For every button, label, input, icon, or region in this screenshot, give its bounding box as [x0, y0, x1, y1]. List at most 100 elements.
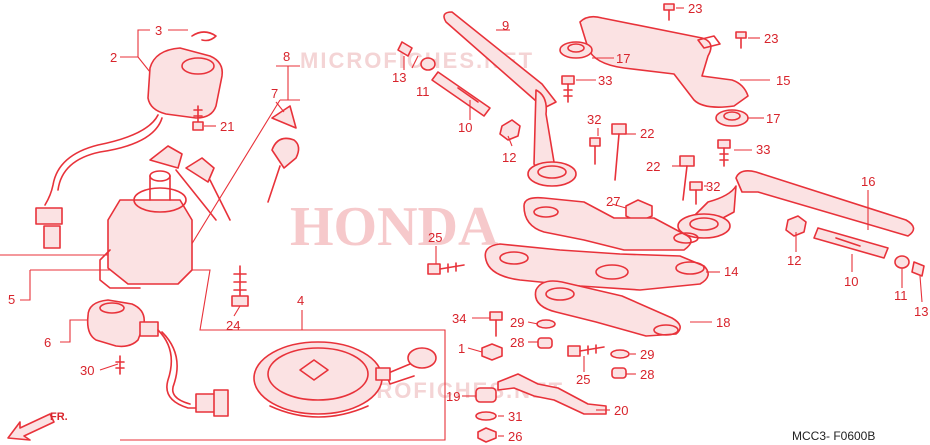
part-10-left-bar-weight — [431, 71, 491, 117]
part-6-sensor — [86, 299, 159, 348]
front-direction-indicator: FR. — [7, 411, 68, 441]
part-10-right-bar-weight — [813, 227, 889, 259]
callout-26: 26 — [508, 429, 522, 444]
part-20-bracket — [497, 373, 607, 415]
part-29-washer-b — [610, 349, 630, 359]
part-28-collar-b — [611, 367, 627, 379]
part-22-long-bolt-b — [679, 155, 695, 201]
upper-fork-bridge — [523, 196, 699, 251]
callout-28-right: 28 — [640, 367, 654, 382]
callout-labels: 3 2 21 8 7 24 30 5 6 4 9 13 11 10 12 17 … — [8, 1, 928, 444]
part-4-fuel-cap — [253, 341, 383, 418]
part-26-nut — [477, 427, 497, 443]
part-27-nut — [625, 199, 653, 223]
callout-27: 27 — [606, 194, 620, 209]
callout-24: 24 — [226, 318, 240, 333]
callout-21: 21 — [220, 119, 234, 134]
part-1-nut — [481, 343, 503, 361]
diagram-code: MCC3- F0600B — [792, 429, 875, 443]
callout-12-right: 12 — [787, 253, 801, 268]
part-17-lower-mount — [715, 109, 749, 127]
fuel-cap-lock — [375, 347, 437, 385]
wire-harness-upper — [44, 114, 159, 206]
part-13-left-screw — [397, 41, 413, 57]
part-22-long-bolt-a — [611, 123, 627, 181]
connector-bottom — [195, 389, 229, 417]
callout-25-upper: 25 — [428, 230, 442, 245]
callout-25-lower: 25 — [576, 372, 590, 387]
callout-29-left: 29 — [510, 315, 524, 330]
callout-2: 2 — [110, 50, 117, 65]
callout-8: 8 — [283, 49, 290, 64]
part-16-right-handlebar — [677, 170, 915, 239]
callout-11-right: 11 — [894, 288, 908, 303]
callout-7: 7 — [271, 86, 278, 101]
callout-23-lower: 23 — [764, 31, 778, 46]
callout-22-upper: 22 — [640, 126, 654, 141]
part-12-left-nut — [499, 119, 521, 141]
connector-left — [35, 207, 63, 249]
callout-17-upper: 17 — [616, 51, 630, 66]
part-30-screw — [115, 355, 125, 375]
part-21-screw — [192, 105, 204, 131]
callout-9: 9 — [502, 18, 509, 33]
callout-1: 1 — [458, 341, 465, 356]
part-31-washer — [475, 411, 497, 421]
part-33-bolt-a — [561, 75, 575, 103]
callout-17-lower: 17 — [766, 111, 780, 126]
part-32-bolt-a — [589, 137, 601, 165]
callout-13-right: 13 — [914, 304, 928, 319]
callout-18: 18 — [716, 315, 730, 330]
callout-20: 20 — [614, 403, 628, 418]
part-25-bolt-a — [427, 262, 465, 275]
ignition-switch-body — [99, 170, 193, 289]
callout-13-left: 13 — [392, 70, 406, 85]
part-25-bolt-b — [567, 344, 605, 357]
part-29-washer-a — [536, 319, 556, 329]
callout-11-left: 11 — [416, 84, 430, 99]
part-11-right-nut — [894, 255, 910, 269]
callout-5: 5 — [8, 292, 15, 307]
callout-28-left: 28 — [510, 335, 524, 350]
wire-harness-lower — [157, 329, 199, 409]
part-15-top-plate — [579, 15, 749, 108]
part-2-switch-cover — [147, 47, 224, 119]
part-24-bolt — [231, 265, 249, 307]
callout-33-upper: 33 — [598, 73, 612, 88]
callout-4: 4 — [297, 293, 304, 308]
callout-19: 19 — [446, 389, 460, 404]
part-32-bolt-b — [689, 181, 703, 205]
callout-12-left: 12 — [502, 150, 516, 165]
callout-16: 16 — [861, 174, 875, 189]
callout-14: 14 — [724, 264, 738, 279]
callout-leaders — [20, 7, 923, 437]
callout-34: 34 — [452, 311, 466, 326]
callout-10-left: 10 — [458, 120, 472, 135]
part-18-bottom-bridge — [534, 280, 681, 337]
callout-10-right: 10 — [844, 274, 858, 289]
part-9-left-handlebar — [443, 11, 577, 187]
part-13-right-screw — [911, 261, 925, 277]
callout-32-upper: 32 — [587, 112, 601, 127]
watermark-brand: HONDA — [290, 196, 499, 258]
callout-29-right: 29 — [640, 347, 654, 362]
part-34-bolt — [489, 311, 503, 337]
part-17-upper-mount — [559, 41, 593, 59]
part-3-clip — [191, 31, 217, 42]
ignition-keys — [149, 145, 231, 221]
callout-3: 3 — [155, 23, 162, 38]
part-14-top-bridge — [484, 243, 709, 291]
part-12-right-nut — [785, 215, 807, 237]
callout-33-lower: 33 — [756, 142, 770, 157]
part-28-collar-a — [537, 337, 553, 349]
part-19-collar — [475, 387, 497, 403]
callout-30: 30 — [80, 363, 94, 378]
part-11-left-nut — [420, 57, 436, 71]
part-23-bolt-a — [663, 3, 675, 21]
svg-text:FR.: FR. — [50, 411, 68, 423]
part-23-bolt-b — [735, 31, 747, 49]
callout-32-lower: 32 — [706, 179, 720, 194]
part-8-key — [267, 137, 300, 203]
callout-31: 31 — [508, 409, 522, 424]
